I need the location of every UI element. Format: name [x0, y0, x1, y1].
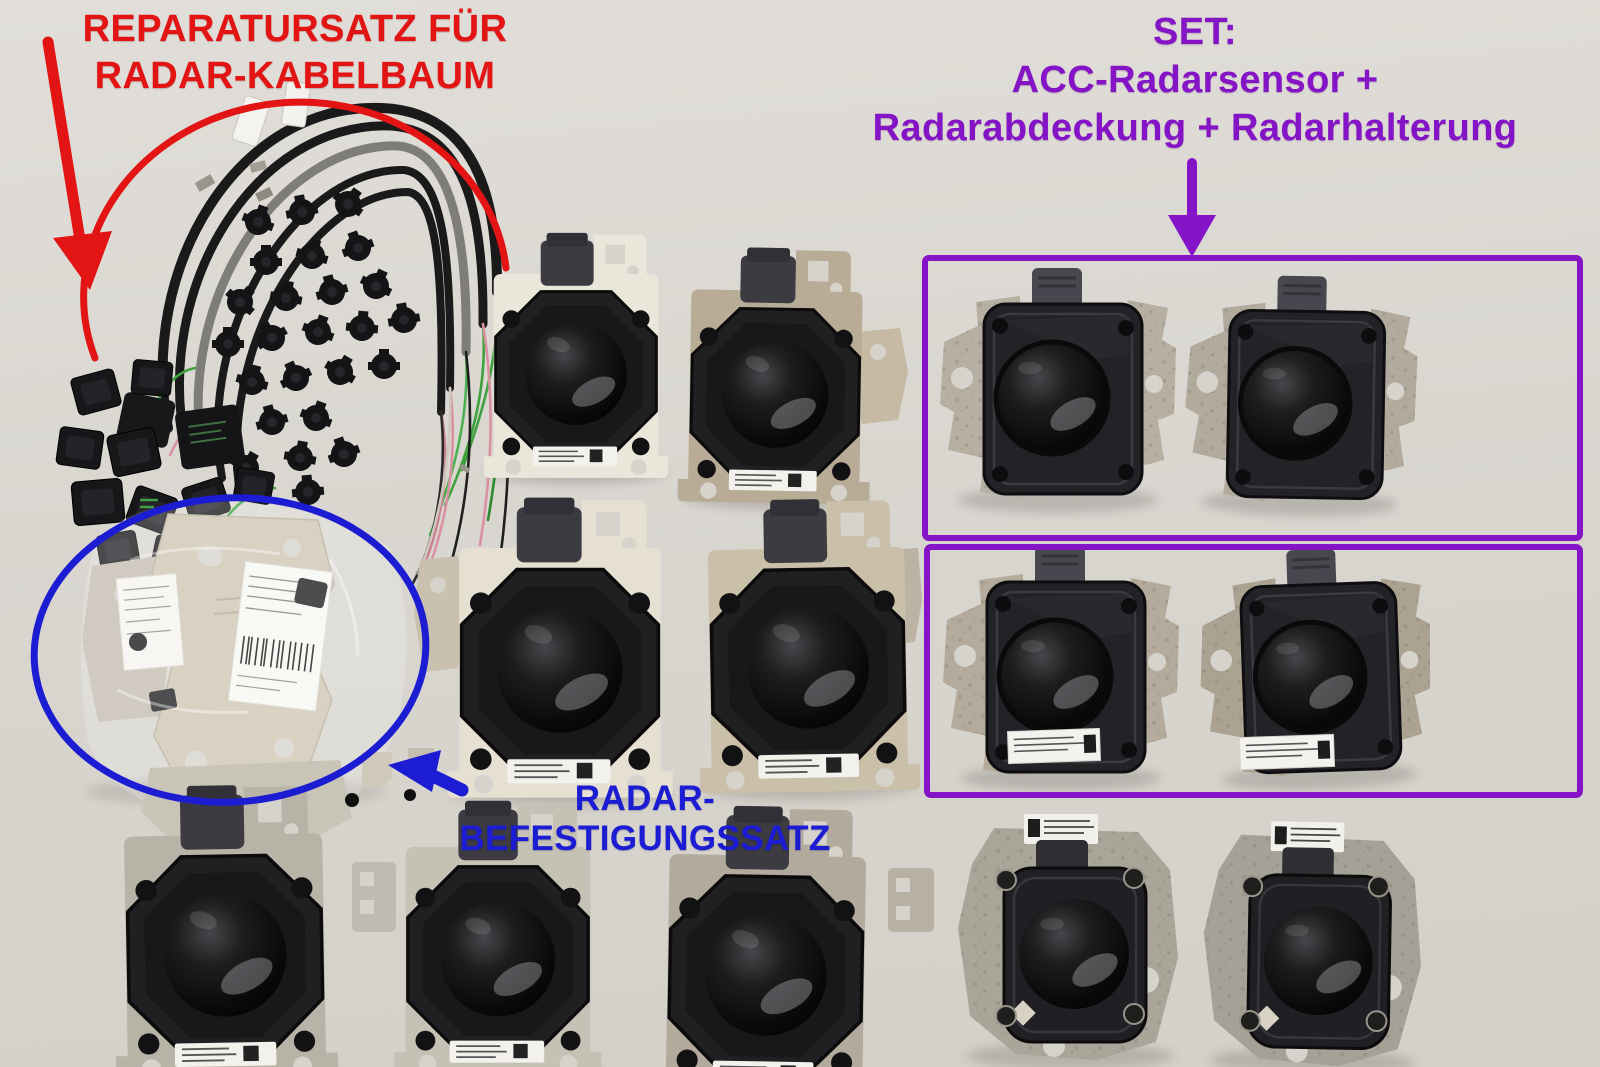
repair-kit-ellipse: [80, 98, 510, 362]
harness-connectors: [55, 358, 276, 575]
set-kit-label: SET: ACC-Radarsensor + Radarabdeckung + …: [850, 8, 1540, 152]
bottom-right-sensors: [958, 814, 1424, 1067]
radar-sensor: [677, 246, 873, 511]
radar-sensor: [111, 783, 338, 1067]
mounting-kit-arrowhead: [388, 750, 441, 792]
set-kit-label-line1: SET:: [1153, 11, 1237, 53]
radar-sensor: [695, 497, 920, 801]
repair-kit-arrowhead: [53, 231, 112, 290]
set-kit-label-line2: ACC-Radarsensor +: [1011, 59, 1379, 101]
annotations-layer: [30, 36, 1583, 806]
repair-kit-label-line1: REPARATURSATZ FÜR: [82, 8, 508, 50]
set-kit-label-line3: Radarabdeckung + Radarhalterung: [872, 107, 1518, 149]
radar-sensor-on-plate: [958, 814, 1178, 1067]
set-box-1: [922, 255, 1583, 541]
set-arrowhead: [1168, 215, 1216, 257]
radar-sensor: [484, 233, 668, 485]
boxed-sensor-sets: [940, 268, 1436, 793]
radar-sensor-on-plate: [1201, 820, 1423, 1067]
acc-sensor-set: [1184, 274, 1419, 518]
repair-kit-arrow: [42, 36, 86, 246]
set-box-2: [924, 544, 1583, 798]
repair-kit-label-line2: RADAR-KABELBAUM: [94, 55, 496, 97]
mounting-kit-label: RADAR-BEFESTIGUNGSSATZ: [402, 779, 888, 859]
acc-sensor-set: [940, 268, 1176, 513]
sensor-label: [1006, 727, 1102, 765]
sensor-label: [1238, 733, 1336, 771]
mounting-kit-ellipse: [30, 494, 430, 806]
repair-kit-label: REPARATURSATZ FÜR RADAR-KABELBAUM: [58, 6, 532, 100]
mounting-kit-label-text: RADAR-BEFESTIGUNGSSATZ: [459, 779, 831, 858]
center-radar-sensors: [111, 233, 934, 1067]
